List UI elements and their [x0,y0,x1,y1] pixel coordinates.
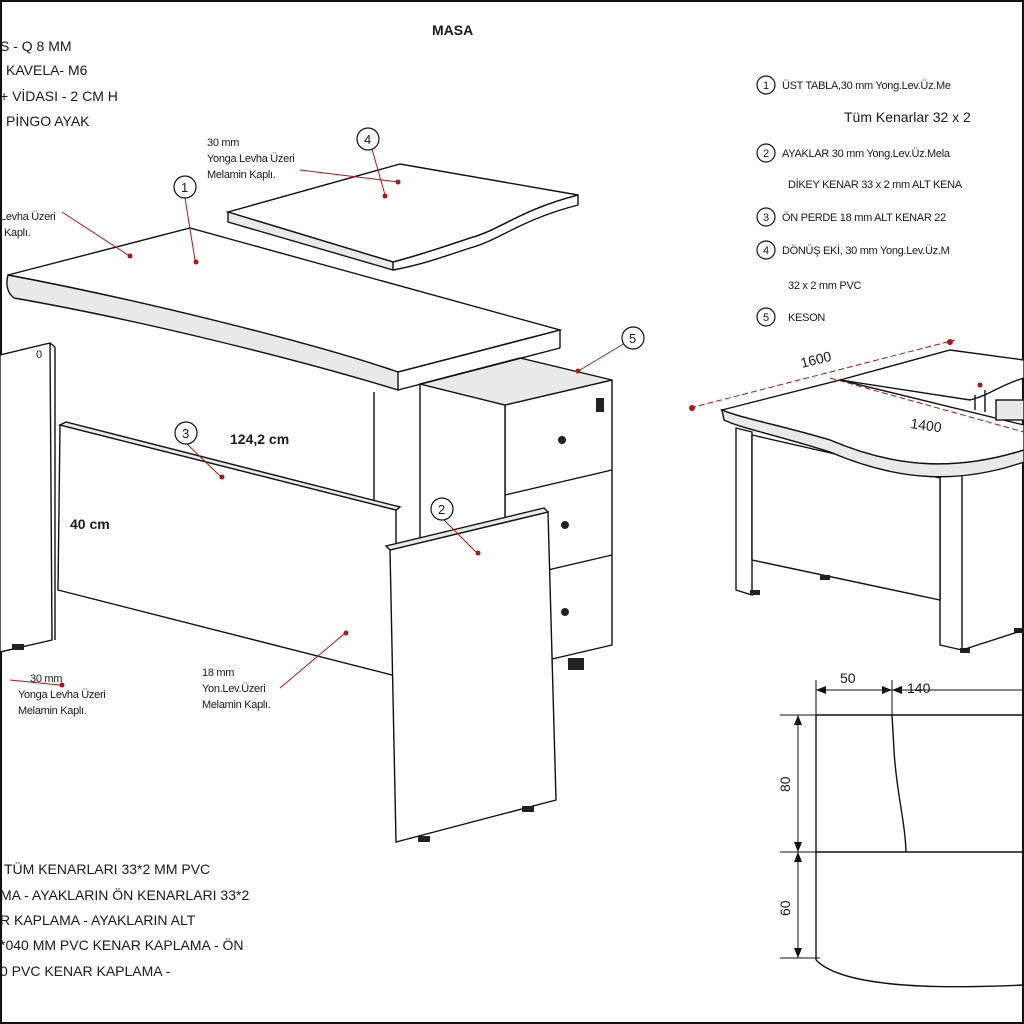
panel-zero-label: 0 [36,349,42,361]
front-width-label: 124,2 cm [230,431,289,447]
svg-text:ÜST TABLA,30 mm Yong.Lev.Üz.Me: ÜST TABLA,30 mm Yong.Lev.Üz.Me [782,80,951,92]
top-note-1: S - Q 8 MM [0,38,72,54]
legend-item-2-sub: DİKEY KENAR 33 x 2 mm ALT KENA [788,178,963,191]
front-mat-3: Melamin Kaplı. [202,699,271,711]
dim-60: 60 [777,900,793,916]
plan-view: 50 140 80 60 [777,670,1024,988]
svg-text:2: 2 [438,502,445,517]
legend-item-3: 3 ÖN PERDE 18 mm ALT KENAR 22 [756,207,946,227]
legend-item-4: 4 DÖNÜŞ EKİ, 30 mm Yong.Lev.Üz.M [756,240,950,260]
top-note-2: KAVELA- M6 [6,62,88,78]
front-panel [57,421,402,677]
legend: 1 ÜST TABLA,30 mm Yong.Lev.Üz.Me Tüm Kena… [756,75,971,327]
svg-text:1: 1 [181,180,188,195]
legend-item-1-sub: Tüm Kenarlar 32 x 2 [844,109,971,125]
svg-text:3: 3 [182,426,189,441]
top4-mat-1: 30 mm [207,137,239,149]
bottom-note-2: MA - AYAKLARIN ÖN KENARLARI 33*2 [0,886,249,903]
right-leg-panel [384,507,557,843]
leg-mat-3: Melamin Kaplı. [18,705,87,717]
dim-80: 80 [777,776,793,792]
front-mat-1: 18 mm [202,667,234,679]
svg-text:1: 1 [763,80,769,92]
left-leg-panel: 0 [0,342,56,653]
top1-mat-3: Kaplı. [4,227,31,239]
svg-text:4: 4 [763,245,769,257]
legend-item-1: 1 ÜST TABLA,30 mm Yong.Lev.Üz.Me [756,75,951,95]
svg-text:5: 5 [763,312,769,324]
svg-text:ÖN PERDE 18 mm ALT KENAR 22: ÖN PERDE 18 mm ALT KENAR 22 [782,212,946,224]
leg-foot-right-2 [522,806,534,812]
leader-lines [9,141,631,689]
svg-text:AYAKLAR 30 mm Yong.Lev.Üz.Mel: AYAKLAR 30 mm Yong.Lev.Üz.Mela [782,148,951,160]
assembled-dimensions: 1600 1400 [689,339,1024,435]
front-mat-2: Yon.Lev.Üzeri [202,683,265,695]
svg-text:4: 4 [364,132,371,147]
callout-1: 1 [173,175,197,199]
svg-text:DÖNÜŞ EKİ, 30 mm Yong.Lev.Üz.: DÖNÜŞ EKİ, 30 mm Yong.Lev.Üz.M [782,244,950,257]
top-note-4: PİNGO AYAK [6,112,90,129]
leg-foot [12,644,24,650]
bottom-note-1: TÜM KENARLARI 33*2 MM PVC [4,860,210,877]
desk-top-main [6,227,563,500]
dim-140: 140 [907,680,931,696]
svg-text:5: 5 [629,331,636,346]
drawer-handle-2 [561,521,569,529]
top4-mat-2: Yonga Levha Üzeri [207,153,294,165]
return-extension [225,163,579,271]
bottom-note-5: 0 PVC KENAR KAPLAMA - [0,963,171,979]
front-height-label: 40 cm [70,516,110,532]
drawing-title: MASA [432,22,473,38]
bottom-note-3: R KAPLAMA - AYAKLARIN ALT [0,912,196,928]
lock-icon [596,398,604,412]
assembled-desk [719,349,1024,653]
callout-4: 4 [356,127,380,151]
drawer-handle-3 [561,608,569,616]
top1-mat-2: Levha Üzeri [0,211,55,223]
callout-5: 5 [621,326,645,350]
legend-item-4-sub: 32 x 2 mm PVC [788,280,861,292]
leg-mat-1: 30 mm [30,673,62,685]
bottom-note-4: *040 MM PVC KENAR KAPLAMA - ÖN [0,936,244,953]
dim-1600: 1600 [799,348,833,371]
callout-3: 3 [174,421,198,445]
top-note-3: + VİDASI - 2 CM H [0,87,118,104]
dim-1400: 1400 [910,415,943,435]
leg-mat-2: Yonga Levha Üzeri [18,689,105,701]
top4-mat-3: Melamin Kaplı. [207,169,276,181]
dim-50: 50 [840,670,856,686]
legend-item-5: 5 KESON [756,307,826,327]
svg-text:2: 2 [763,148,769,160]
svg-text:3: 3 [763,212,769,224]
caster-wheel [568,658,584,670]
leg-foot-right [418,836,430,842]
svg-text:KESON: KESON [788,312,825,324]
legend-item-2: 2 AYAKLAR 30 mm Yong.Lev.Üz.Mela [756,143,951,163]
drawer-handle-1 [558,436,566,444]
callout-2: 2 [430,497,454,521]
